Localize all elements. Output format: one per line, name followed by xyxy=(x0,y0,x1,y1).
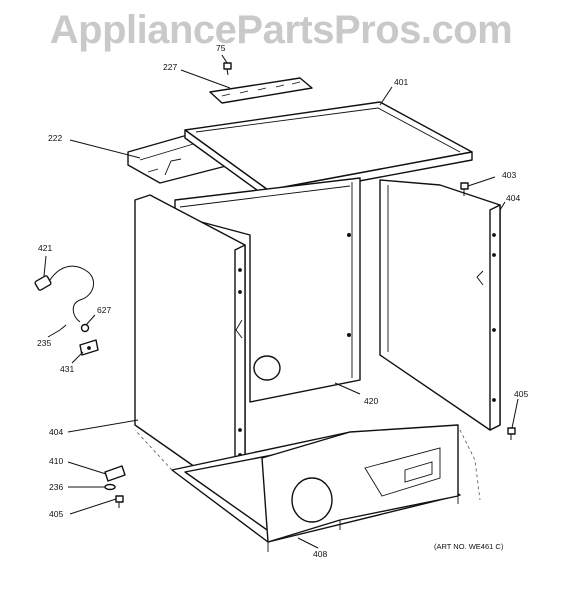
label-420: 420 xyxy=(364,396,378,406)
part-404-left-side-panel xyxy=(134,194,246,496)
label-404-left: 404 xyxy=(49,427,63,437)
label-222: 222 xyxy=(48,133,62,143)
part-421-cord xyxy=(34,265,95,323)
label-627: 627 xyxy=(97,305,111,315)
label-431: 431 xyxy=(60,364,74,374)
label-236: 236 xyxy=(49,482,63,492)
part-431-clip xyxy=(79,339,99,356)
part-408-base-frame xyxy=(171,424,461,552)
part-410-leg xyxy=(104,465,126,482)
part-627-connector xyxy=(80,323,90,333)
part-235-screw xyxy=(59,324,67,331)
part-405-left-screw xyxy=(115,495,124,508)
label-405-left: 405 xyxy=(49,509,63,519)
label-410: 410 xyxy=(49,456,63,466)
label-227: 227 xyxy=(163,62,177,72)
label-405-right: 405 xyxy=(514,389,528,399)
label-75: 75 xyxy=(216,43,226,53)
label-235: 235 xyxy=(37,338,51,348)
part-405-right-screw xyxy=(507,427,516,440)
part-404-right-side-panel xyxy=(379,179,501,431)
part-227-bracket xyxy=(209,77,313,104)
part-236-nut xyxy=(104,483,116,491)
part-75-screw xyxy=(223,62,232,76)
label-421: 421 xyxy=(38,243,52,253)
label-401: 401 xyxy=(394,77,408,87)
leader-lines xyxy=(43,54,519,549)
label-408: 408 xyxy=(313,549,327,559)
watermark: AppliancePartsPros.com xyxy=(49,8,513,52)
label-403: 403 xyxy=(502,170,516,180)
label-404-right: 404 xyxy=(506,193,520,203)
art-number: (ART NO. WE461 C) xyxy=(434,542,504,551)
